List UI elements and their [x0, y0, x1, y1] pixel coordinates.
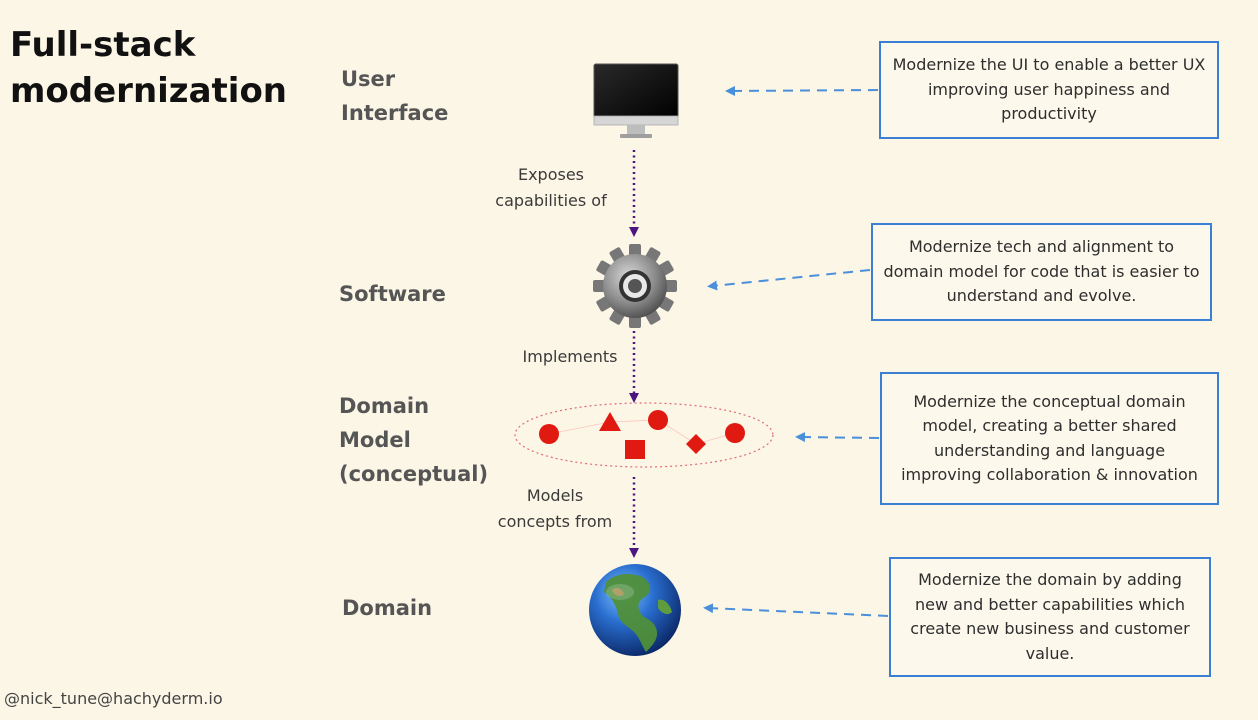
slide-title: Full-stack modernization — [10, 22, 287, 114]
box-text-line: Modernize tech and alignment to — [908, 237, 1175, 257]
dashed-arrow-software — [707, 269, 871, 291]
layer-label-line: (conceptual) — [339, 462, 489, 486]
box-text-line: new and better capabilities which — [914, 594, 1186, 614]
connection-label-line: Exposes — [517, 165, 585, 184]
connection-label-implements: Implements — [512, 344, 628, 370]
layer-label-line: Domain — [339, 394, 430, 418]
layer-label-line: Domain — [342, 596, 433, 620]
box-text-line: Modernize the UI to enable a better UX — [892, 55, 1206, 75]
box-text-line: domain model for code that is easier to — [883, 261, 1200, 281]
box-text-line: create new business and customer — [910, 619, 1190, 638]
layer-label-line: Model — [339, 428, 411, 452]
layer-label-line: Interface — [341, 101, 449, 125]
description-box-ui: Modernize the UI to enable a better UX i… — [879, 41, 1219, 139]
layer-label-software: Software — [339, 277, 446, 311]
connection-label-line: concepts from — [497, 512, 613, 531]
computer-monitor-icon — [593, 63, 679, 138]
description-box-domain-model: Modernize the conceptual domain model, c… — [880, 372, 1219, 505]
slide-title-line-2: modernization — [10, 71, 288, 111]
slide-title-line-1: Full-stack — [10, 25, 196, 65]
box-text-line: understand and evolve. — [946, 286, 1137, 306]
layer-label-user-interface: User Interface — [341, 62, 448, 130]
description-box-domain: Modernize the domain by adding new and b… — [889, 557, 1211, 677]
connection-label-exposes: Exposes capabilities of — [486, 162, 616, 214]
box-text-line: value. — [1025, 643, 1075, 663]
box-text-line: understanding and language — [933, 440, 1166, 460]
author-handle: @nick_tune@hachyderm.io — [4, 689, 223, 708]
dashed-arrow-domain — [703, 603, 889, 617]
connection-label-line: capabilities of — [495, 191, 607, 210]
connection-label-line: Implements — [522, 347, 618, 366]
dashed-arrow-domain-model — [795, 432, 880, 443]
box-text-line: productivity — [1001, 104, 1097, 124]
layer-label-domain: Domain — [342, 591, 432, 625]
box-text-line: Modernize the domain by adding — [918, 570, 1182, 589]
layer-label-domain-model: Domain Model (conceptual) — [339, 389, 488, 491]
dashed-arrow-ui — [725, 85, 879, 96]
gear-icon — [593, 244, 677, 328]
description-box-software: Modernize tech and alignment to domain m… — [871, 223, 1212, 321]
domain-model-shapes-icon — [514, 402, 774, 468]
box-text-line: improving user happiness and — [927, 79, 1171, 99]
connection-label-line: Models — [526, 486, 584, 505]
layer-label-line: Software — [339, 282, 446, 306]
box-text-line: improving collaboration & innovation — [901, 465, 1198, 484]
connection-label-models: Models concepts from — [487, 483, 623, 535]
globe-icon — [589, 564, 681, 656]
box-text-line: Modernize the conceptual domain — [913, 391, 1186, 411]
box-text-line: model, creating a better shared — [922, 416, 1177, 435]
layer-label-line: User — [341, 67, 396, 91]
